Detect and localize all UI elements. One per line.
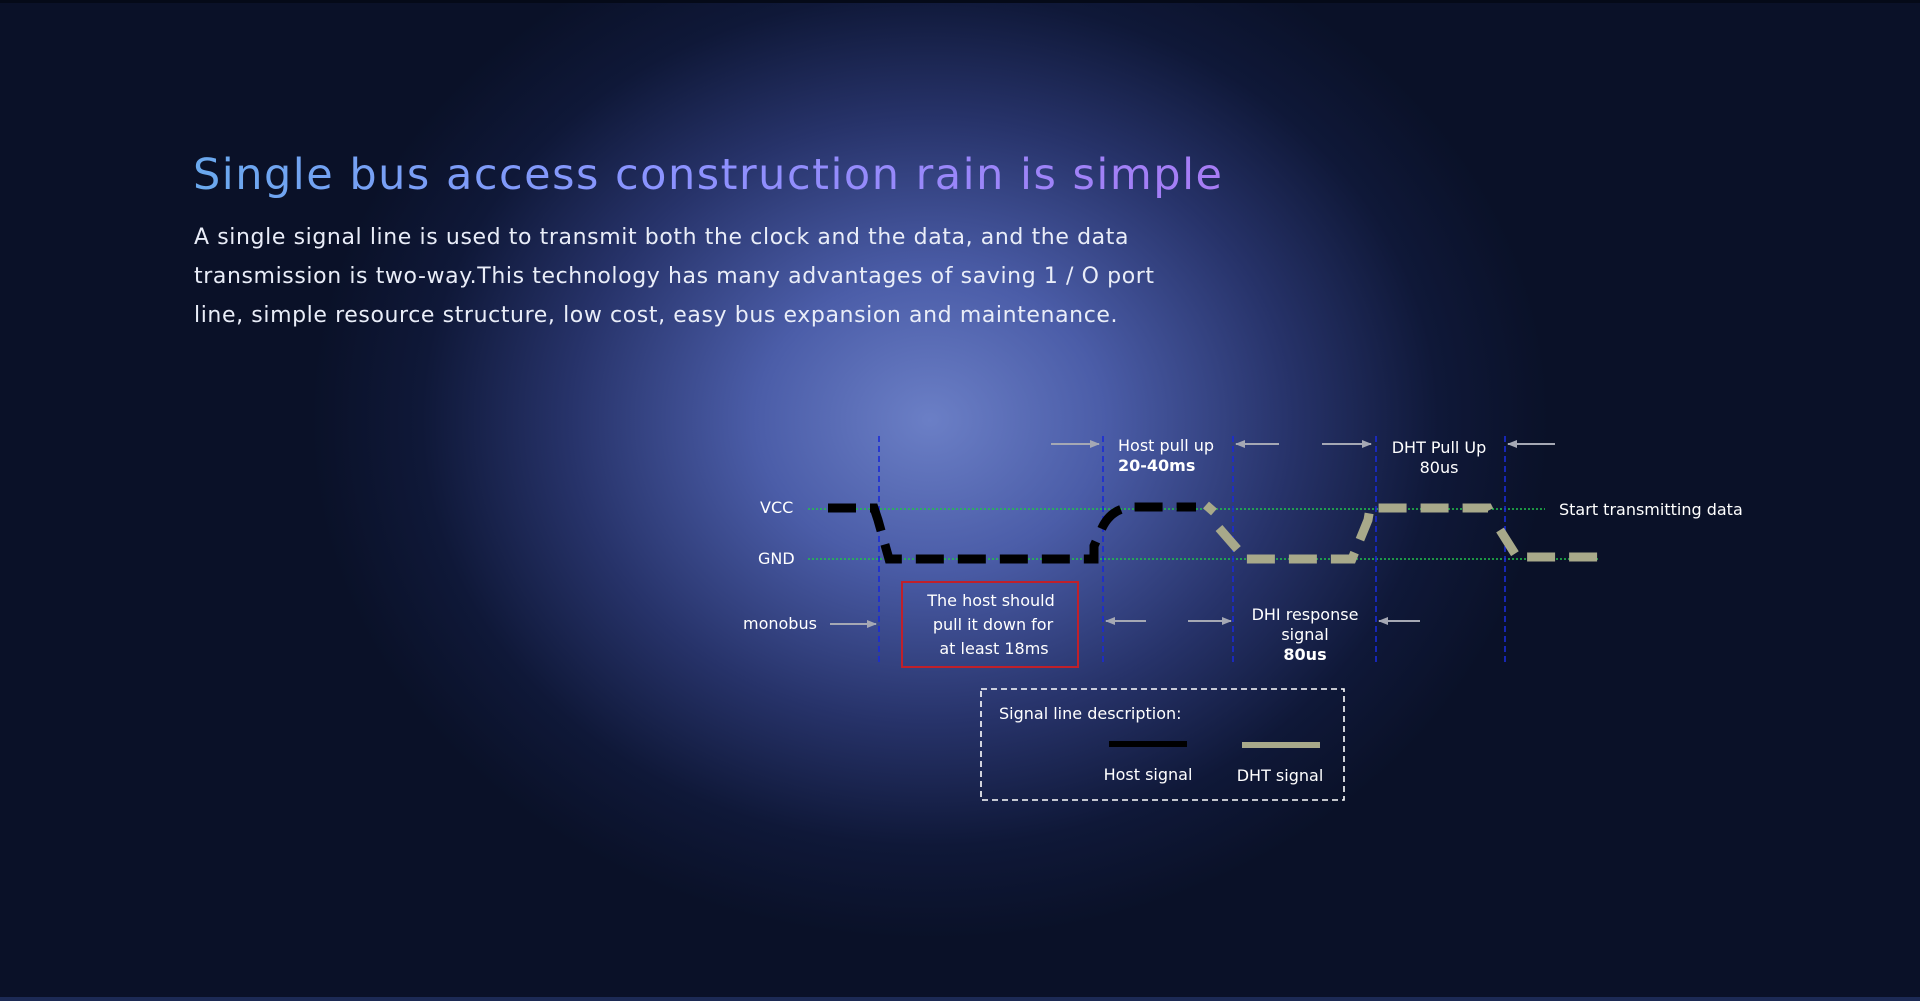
start-transmitting-label: Start transmitting data <box>1559 500 1743 519</box>
host-pull-up-label: Host pull up <box>1118 436 1214 455</box>
dhi-response-duration: 80us <box>1283 645 1326 664</box>
legend-box <box>980 688 1345 801</box>
dht-pull-up-duration: 80us <box>1420 458 1459 477</box>
vcc-label: VCC <box>760 498 793 517</box>
page-description: A single signal line is used to transmit… <box>194 225 1155 328</box>
dht-signal-line <box>1203 501 1598 564</box>
page-title: Single bus access construction rain is s… <box>193 150 1224 200</box>
bottom-rule <box>0 997 1920 1001</box>
dhi-response-line-1: DHI response <box>1252 605 1359 624</box>
host-note-line-2: pull it down for <box>933 615 1054 634</box>
legend-title: Signal line description: <box>999 704 1182 723</box>
legend-dht-label: DHT signal <box>1237 766 1324 785</box>
host-note-line-1: The host should <box>926 591 1054 610</box>
dhi-response-line-2: signal <box>1281 625 1328 644</box>
gnd-label: GND <box>758 549 795 568</box>
dht-pull-up-label: DHT Pull Up <box>1392 438 1487 457</box>
host-note-box <box>901 581 1079 668</box>
host-pull-up-duration: 20-40ms <box>1118 456 1195 475</box>
legend-host-label: Host signal <box>1104 765 1193 784</box>
host-signal-line <box>828 502 1196 564</box>
monobus-label: monobus <box>743 614 817 633</box>
host-note-line-3: at least 18ms <box>939 639 1048 658</box>
top-rule <box>0 0 1920 3</box>
